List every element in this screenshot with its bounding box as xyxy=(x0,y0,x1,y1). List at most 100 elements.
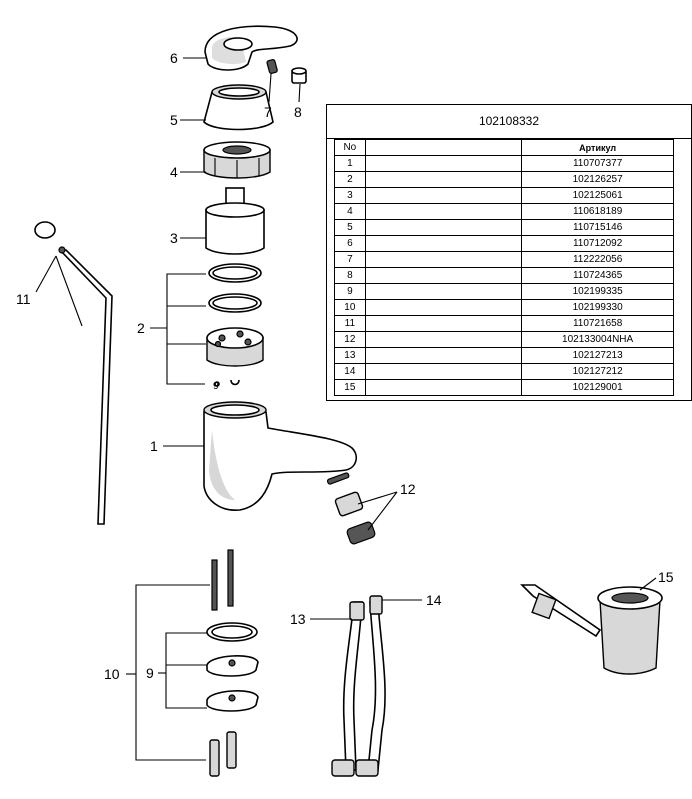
table-row: 3 102125061 xyxy=(334,187,674,204)
parts-table-grid: No Артикул 1 110707377 2 102126257 3 10212506… xyxy=(334,139,674,396)
parts-table: 102108332 No Артикул 1 110707377 2 10212625… xyxy=(326,104,692,401)
row-description xyxy=(364,267,523,284)
callout-4: 4 xyxy=(170,164,178,180)
row-article: 102125061 xyxy=(521,187,674,204)
part-8-cap-nut xyxy=(291,67,307,84)
callout-labels: 6 7 8 5 4 3 2 1 11 12 10 9 9 13 14 15 xyxy=(16,50,674,682)
row-no: 9 xyxy=(334,283,366,300)
part-12-aerator xyxy=(326,472,376,545)
callout-12: 12 xyxy=(400,481,416,497)
table-row: 1 110707377 xyxy=(334,155,674,172)
row-article: 110707377 xyxy=(521,155,674,172)
row-description xyxy=(364,315,523,332)
row-description xyxy=(364,331,523,348)
header-description xyxy=(364,139,523,156)
table-row: 2 102126257 xyxy=(334,171,674,188)
part-15-drain-plug xyxy=(520,584,663,675)
leader-lines xyxy=(35,57,657,761)
part-6-lever-handle xyxy=(204,25,298,71)
callout-2: 2 xyxy=(137,320,145,336)
row-article: 110724365 xyxy=(521,267,674,284)
row-description xyxy=(364,203,523,220)
row-article: 102129001 xyxy=(521,379,674,396)
row-no: 13 xyxy=(334,347,366,364)
row-article: 102126257 xyxy=(521,171,674,188)
callout-1: 1 xyxy=(150,438,158,454)
callout-7: 7 xyxy=(264,104,272,120)
part-5-cover-bell xyxy=(203,84,274,131)
callout-5: 5 xyxy=(170,112,178,128)
table-row: 14 102127212 xyxy=(334,363,674,380)
row-description xyxy=(364,187,523,204)
row-article: 102127213 xyxy=(521,347,674,364)
row-article: 112222056 xyxy=(521,251,674,268)
callout-6: 6 xyxy=(170,50,178,66)
row-description xyxy=(364,171,523,188)
row-no: 15 xyxy=(334,379,366,396)
row-no: 5 xyxy=(334,219,366,236)
row-description xyxy=(364,363,523,380)
row-no: 8 xyxy=(334,267,366,284)
row-article: 102127212 xyxy=(521,363,674,380)
table-row: 10 102199330 xyxy=(334,299,674,316)
table-row: 15 102129001 xyxy=(334,379,674,396)
row-description xyxy=(364,155,523,172)
table-row: 11 110721658 xyxy=(334,315,674,332)
row-no: 14 xyxy=(334,363,366,380)
callout-9-washers: 9 xyxy=(146,665,154,681)
table-row: 12 102133004NHA xyxy=(334,331,674,348)
table-row: 5 110715146 xyxy=(334,219,674,236)
row-no: 6 xyxy=(334,235,366,252)
callout-14: 14 xyxy=(426,592,442,608)
part-2-seal-assembly xyxy=(206,263,264,387)
table-row: 4 110618189 xyxy=(334,203,674,220)
row-no: 12 xyxy=(334,331,366,348)
header-article: Артикул xyxy=(521,139,674,156)
part-10-mounting-set xyxy=(206,549,259,777)
table-row: 6 110712092 xyxy=(334,235,674,252)
parts-table-header-row: No Артикул xyxy=(334,139,674,156)
row-description xyxy=(364,219,523,236)
table-row: 8 110724365 xyxy=(334,267,674,284)
callout-11: 11 xyxy=(16,291,31,307)
parts-table-body: 1 110707377 2 102126257 3 102125061 4 110618189… xyxy=(334,155,674,396)
callout-9-seat: 9 xyxy=(213,381,219,392)
row-description xyxy=(364,283,523,300)
row-no: 11 xyxy=(334,315,366,332)
callout-8: 8 xyxy=(294,104,302,120)
row-description xyxy=(364,299,523,316)
row-article: 102199335 xyxy=(521,283,674,300)
row-no: 3 xyxy=(334,187,366,204)
part-4-hex-nut xyxy=(203,141,271,179)
callout-15: 15 xyxy=(658,569,674,585)
callout-13: 13 xyxy=(290,611,306,627)
part-13-14-flex-hoses xyxy=(331,595,386,777)
row-article: 110715146 xyxy=(521,219,674,236)
callout-3: 3 xyxy=(170,230,178,246)
row-no: 4 xyxy=(334,203,366,220)
part-3-cartridge xyxy=(205,187,265,255)
row-article: 102133004NHA xyxy=(521,331,674,348)
table-row: 7 112222056 xyxy=(334,251,674,268)
table-row: 9 102199335 xyxy=(334,283,674,300)
row-no: 1 xyxy=(334,155,366,172)
row-no: 7 xyxy=(334,251,366,268)
row-article: 102199330 xyxy=(521,299,674,316)
row-description xyxy=(364,347,523,364)
row-article: 110618189 xyxy=(521,203,674,220)
row-description xyxy=(364,379,523,396)
part-11-pull-rod xyxy=(34,221,113,525)
part-1-faucet-body xyxy=(203,401,358,511)
header-no: No xyxy=(334,139,366,156)
row-no: 10 xyxy=(334,299,366,316)
row-article: 110721658 xyxy=(521,315,674,332)
parts-table-title: 102108332 xyxy=(327,105,691,139)
row-no: 2 xyxy=(334,171,366,188)
table-row: 13 102127213 xyxy=(334,347,674,364)
row-description xyxy=(364,251,523,268)
callout-10: 10 xyxy=(104,666,120,682)
part-7-set-screw xyxy=(266,59,278,74)
row-description xyxy=(364,235,523,252)
row-article: 110712092 xyxy=(521,235,674,252)
